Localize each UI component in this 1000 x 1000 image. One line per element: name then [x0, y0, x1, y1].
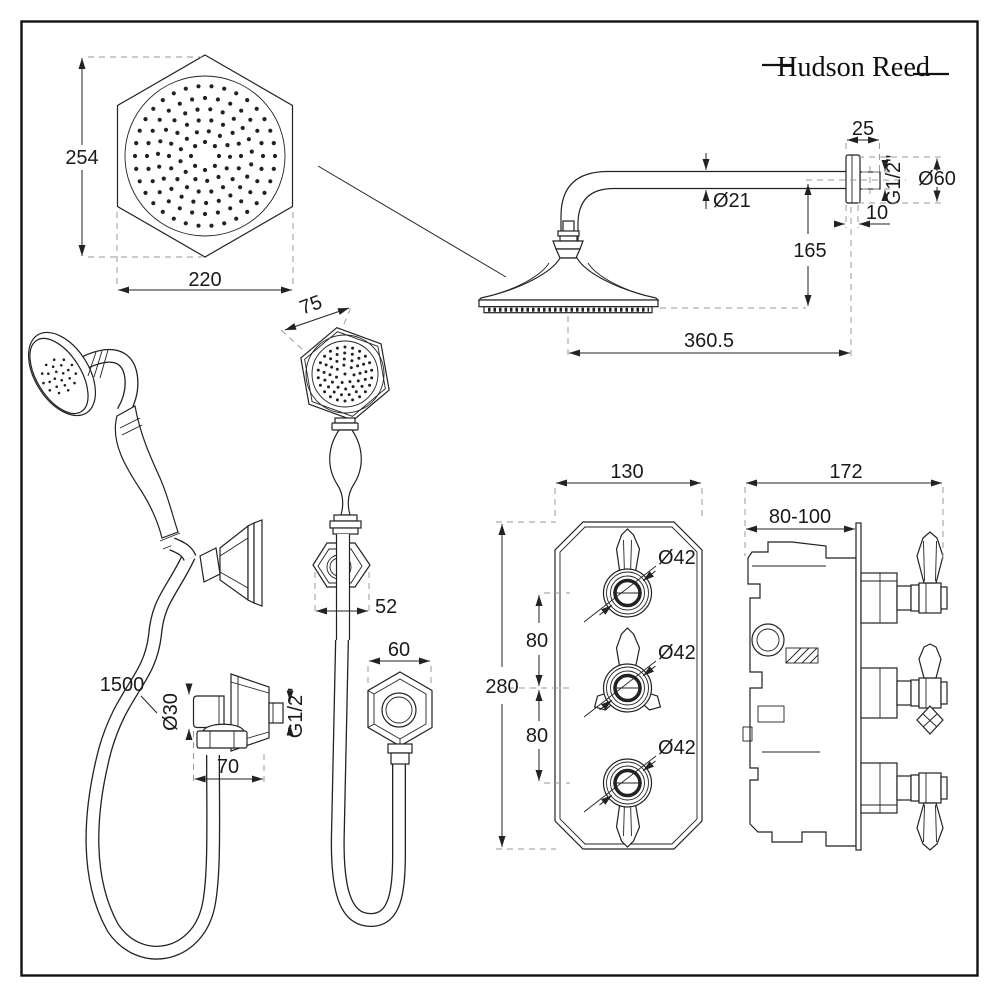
valve-handle-bottom: Ø42: [583, 737, 696, 848]
outlet-socket: [381, 692, 417, 728]
dim-handle-dia-1: Ø42: [658, 547, 696, 569]
dim-arm-diameter: Ø21: [713, 190, 751, 212]
dim-valve-overall-depth: 172: [829, 461, 862, 483]
bracket-cone: [219, 524, 249, 602]
dim-outlet-width: 60: [388, 639, 410, 661]
spray-face-rim: [124, 75, 286, 237]
valve-side-handle-middle: [860, 643, 948, 735]
valve-handle-middle: Ø42: [583, 627, 696, 718]
dim-valve-plate-width: 130: [610, 461, 643, 483]
valve-side-view: 172 80-100: [742, 461, 948, 851]
dim-elbow-pipe-diameter: Ø30: [160, 693, 182, 731]
dim-handle-gap-lower: 80: [526, 725, 548, 747]
dim-arm-thread: G1/2": [883, 155, 905, 205]
dim-overhead-width: 220: [188, 269, 221, 291]
handset-front-dots: [316, 345, 374, 403]
dim-handle-dia-3: Ø42: [658, 737, 696, 759]
dim-arm-reach: 360.5: [684, 330, 734, 352]
bracket-clamp: [199, 547, 221, 583]
valve-handle-top: Ø42: [583, 528, 696, 623]
valve-wall-plate: [855, 522, 862, 851]
valve-side-handle-bottom: [860, 762, 948, 851]
dim-handle-dia-2: Ø42: [658, 642, 696, 664]
dim-handle-gap-upper: 80: [526, 630, 548, 652]
bracket-wall-disc: [253, 519, 263, 607]
shower-bell: [477, 257, 660, 301]
outlet-front-view: 60: [367, 639, 433, 765]
dim-arm-plate-width: 25: [852, 118, 874, 140]
head-hexagon: [116, 54, 294, 258]
dim-overhead-height: 254: [65, 147, 98, 169]
handset-perspective-view: [27, 331, 263, 960]
valve-body: [747, 541, 857, 847]
handset-handle: [114, 405, 179, 539]
elbow-pipe: [192, 695, 225, 729]
spray-dots: [132, 84, 278, 228]
handset-front-view: 75 52: [280, 291, 406, 928]
outlet-elbow-side-view: 1500 Ø30 G1/2" 70: [100, 673, 307, 783]
bell-rim: [478, 299, 659, 308]
dim-head-drop: 165: [793, 240, 826, 262]
handset-front-handle: [329, 429, 362, 516]
brand-name: Hudson Reed: [777, 52, 930, 83]
dim-plate-diameter: Ø60: [918, 168, 956, 190]
dim-elbow-projection: 70: [217, 756, 239, 778]
nozzle-band: [483, 306, 653, 314]
handset-face-dots: [40, 358, 78, 395]
valve-side-handle-top: [860, 531, 948, 624]
brand-logo: Hudson Reed: [762, 52, 949, 83]
dim-handset-head-width: 75: [297, 291, 325, 319]
dim-valve-plate-height: 280: [485, 676, 518, 698]
view-leader-line: [317, 165, 507, 278]
elbow-hose-nut: [196, 730, 248, 749]
overhead-shower-side-view: 25 Ø21 G1/2" Ø60 10 165 360.5: [477, 118, 956, 358]
valve-front-view: Ø42 Ø42: [485, 461, 703, 850]
drawing-border: [20, 20, 979, 977]
dim-valve-recess-depth: 80-100: [769, 506, 831, 528]
dim-bracket-width: 52: [375, 596, 397, 618]
dim-hose-length: 1500: [100, 674, 145, 696]
elbow-thread-stub: [268, 702, 284, 724]
overhead-shower-top-view: 254 220: [65, 54, 294, 294]
dim-plate-depth: 10: [866, 202, 888, 224]
handset-head-face: [29, 337, 89, 415]
dim-elbow-thread: G1/2": [285, 688, 307, 738]
wall-flange: [845, 154, 861, 204]
